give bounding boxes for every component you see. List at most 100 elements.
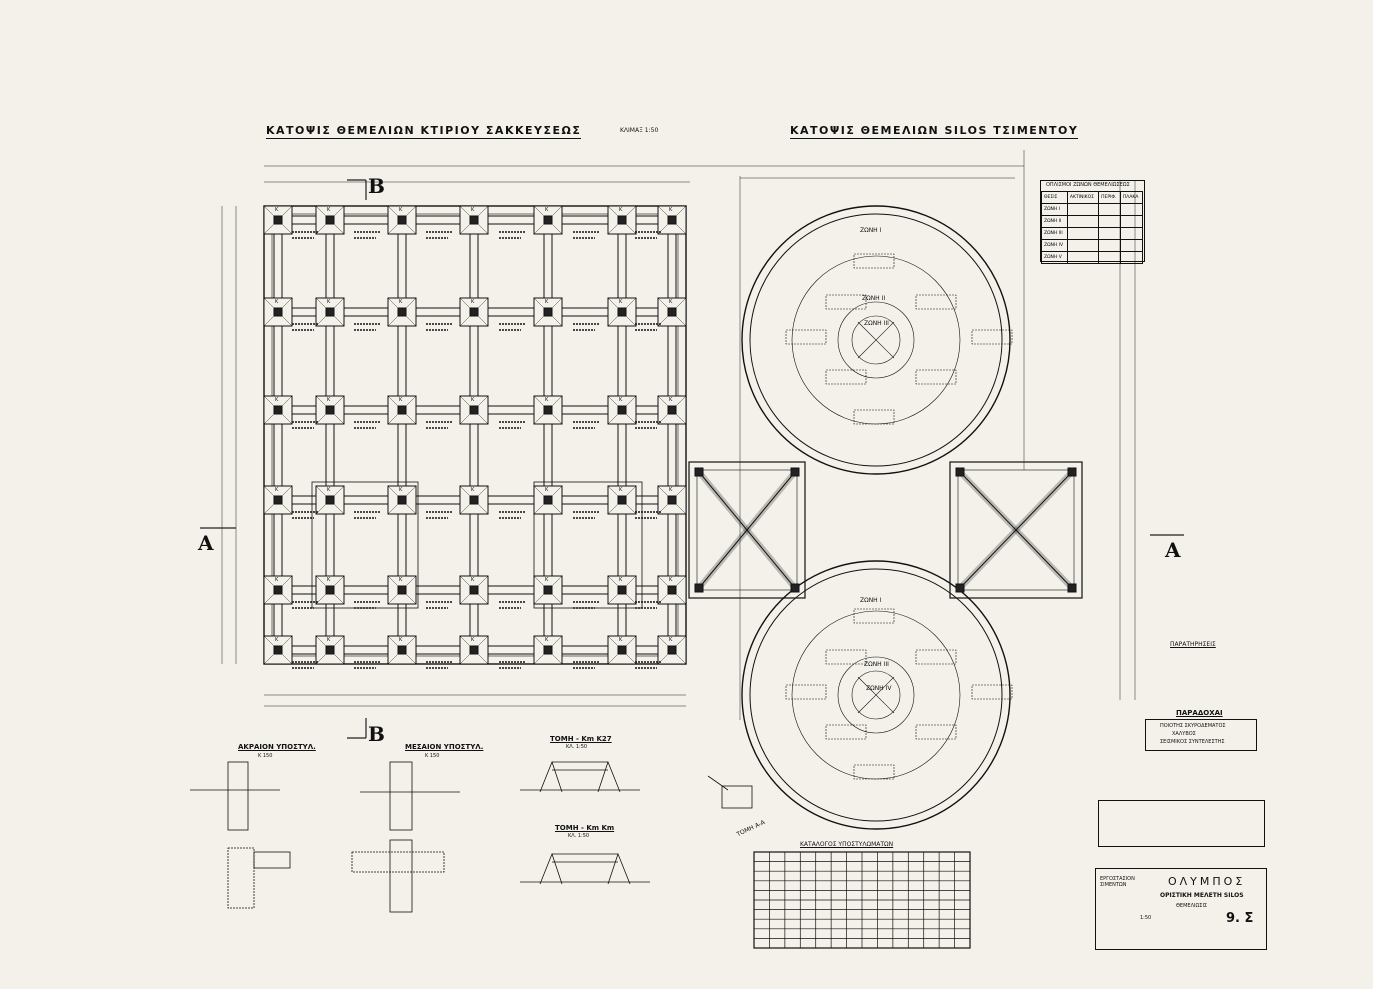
column-label: Κ: [619, 487, 623, 493]
column-label: Κ: [471, 207, 475, 213]
column-label: Κ: [399, 397, 403, 403]
dimension-lines: [200, 150, 1184, 739]
column: [1067, 467, 1077, 477]
column: [397, 405, 407, 415]
silo-centre-mark: [857, 321, 895, 359]
column: [543, 645, 553, 655]
right-plan-title: ΚΑΤΟΨΙΣ ΘΕΜΕΛΙΩΝ SILOS ΤΣΙΜΕΝΤΟΥ: [790, 124, 1079, 139]
section-mark-b-bottom: B: [368, 722, 385, 746]
silo-centre-mark: [857, 676, 895, 714]
zone-rebar-block: [915, 294, 957, 310]
column-schedule-grid: [753, 851, 971, 949]
column-label: Κ: [399, 207, 403, 213]
column-label: Κ: [275, 487, 279, 493]
zones-table-title: ΟΠΛΙΣΜΟΙ ΖΩΝΩΝ ΘΕΜΕΛΙΩΣΕΩΣ: [1046, 182, 1130, 188]
schedule-title: ΚΑΤΑΛΟΓΟΣ ΥΠΟΣΤΥΛΩΜΑΤΩΝ: [800, 841, 894, 848]
zones-table-row: ΖΩΝΗ II: [1041, 215, 1068, 228]
zones-table-row: ΖΩΝΗ I: [1041, 203, 1068, 216]
support-beam-edge: [698, 471, 796, 589]
detail-middle-column-scale: Κ 150: [425, 753, 440, 759]
column-label: Κ: [669, 577, 673, 583]
beam-plan: [351, 851, 445, 873]
assumption-line: ΧΑΛΥΒΟΣ: [1172, 731, 1196, 737]
column-label: Κ: [399, 487, 403, 493]
silo-zone-ring: [851, 315, 901, 365]
column: [273, 307, 283, 317]
zones-table-row: ΖΩΝΗ V: [1041, 251, 1068, 264]
footing-profile: [539, 760, 563, 793]
column-label: Κ: [327, 397, 331, 403]
building-foundation-plan: [263, 205, 687, 669]
column-label: Κ: [545, 637, 549, 643]
detail-section1-title: ΤΟΜΗ - Κm Κ27: [550, 735, 612, 743]
column: [543, 307, 553, 317]
zone-rebar-block: [915, 649, 957, 665]
silo-support-inner: [696, 469, 798, 591]
zones-table-header: ΘΕΣΙΣ: [1041, 191, 1068, 204]
column-label: Κ: [399, 299, 403, 305]
column-label: Κ: [619, 397, 623, 403]
zone-rebar-block: [785, 329, 827, 345]
column: [397, 645, 407, 655]
column: [469, 215, 479, 225]
column: [397, 215, 407, 225]
column: [325, 215, 335, 225]
column-label: Κ: [275, 637, 279, 643]
zone-label: ΖΩΝΗ II: [862, 295, 886, 302]
silo-outer-ring: [741, 205, 1011, 475]
column-plan: [389, 839, 413, 913]
zone-rebar-block: [853, 253, 895, 269]
column: [667, 585, 677, 595]
column-label: Κ: [275, 397, 279, 403]
detail-section1-scale: ΚΛ. 1:50: [566, 744, 588, 750]
title-block-study: ΟΡΙΣΤΙΚΗ ΜΕΛΕΤΗ SILOS: [1160, 892, 1244, 899]
silo-support-inner: [957, 469, 1075, 591]
assumptions-box: [1145, 719, 1257, 751]
column: [543, 495, 553, 505]
zone-label: ΖΩΝΗ III: [864, 320, 889, 327]
silo-support-footing: [949, 461, 1083, 599]
column: [667, 495, 677, 505]
column: [469, 645, 479, 655]
column: [617, 495, 627, 505]
column-label: Κ: [275, 299, 279, 305]
column: [325, 495, 335, 505]
silos-foundation-plan: [688, 205, 1083, 830]
zone-rebar-block: [825, 369, 867, 385]
detail-middle-column-title: ΜΕΣΑΙΟΝ ΥΠΟΣΤΥΛ.: [405, 743, 484, 751]
column: [273, 495, 283, 505]
support-beam-edge: [959, 471, 1073, 589]
column-label: Κ: [669, 397, 673, 403]
section-aa-leader: [707, 775, 729, 791]
column-label: Κ: [471, 299, 475, 305]
assumption-line: ΠΟΙΟΤΗΣ ΣΚΥΡΟΔΕΜΑΤΟΣ: [1160, 723, 1226, 729]
column: [667, 307, 677, 317]
column-label: Κ: [669, 299, 673, 305]
zone-rebar-block: [853, 764, 895, 780]
column-section: [227, 761, 249, 831]
column: [790, 583, 800, 593]
zones-table-row: ΖΩΝΗ III: [1041, 227, 1068, 240]
column: [397, 307, 407, 317]
column: [543, 215, 553, 225]
column-label: Κ: [545, 487, 549, 493]
column-label: Κ: [619, 299, 623, 305]
silo-support-footing: [688, 461, 806, 599]
column: [617, 215, 627, 225]
column: [273, 585, 283, 595]
footing-profile: [597, 760, 621, 793]
section-mark-a-right: A: [1165, 538, 1181, 562]
silo-ring: [749, 568, 1003, 822]
detail-section2-title: ΤΟΜΗ - Κm Κm: [555, 824, 615, 832]
footing-profile: [607, 852, 631, 885]
detail-edge-column-title: ΑΚΡΑΙΟΝ ΥΠΟΣΤΥΛ.: [238, 743, 316, 751]
section-mark-a-left: A: [198, 531, 214, 555]
column-label: Κ: [327, 299, 331, 305]
column: [273, 215, 283, 225]
column-label: Κ: [669, 207, 673, 213]
column-label: Κ: [327, 487, 331, 493]
column-label: Κ: [399, 637, 403, 643]
column: [543, 585, 553, 595]
column-label: Κ: [275, 207, 279, 213]
